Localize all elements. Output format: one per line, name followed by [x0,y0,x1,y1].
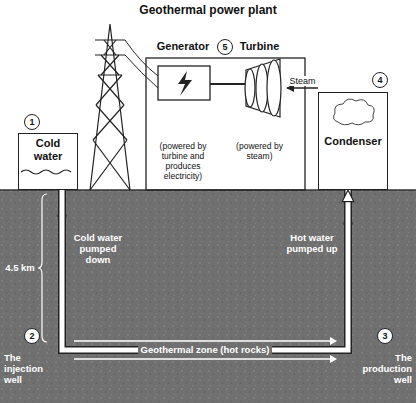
node-note: (powered by steam) [232,141,287,161]
power-wires [125,40,158,88]
flow-note: Cold water pumped down [72,232,124,265]
ground [0,190,416,403]
water-surface [21,170,71,174]
node-title: Condenser [322,135,384,148]
lightning-symbol [178,71,192,96]
node-title: Generator [148,40,218,53]
water-tank: Cold water [18,133,78,190]
node-note: (powered by turbine and produces electri… [148,141,218,181]
connector-label: Geothermal zone (hot rocks) [138,344,273,356]
pylon [90,24,130,190]
connector-group [62,190,348,350]
turbine-box: Turbine (powered by steam) [232,40,287,161]
turbine-shaft-link [218,83,232,85]
node-title: Cold water [22,137,74,163]
flow-note: Hot water pumped up [286,232,338,254]
turbine-symbol [245,59,281,117]
diagram-title: Geothermal power plant [0,3,416,17]
callout-number: 1 [24,114,40,130]
condenser-box: Condenser [318,92,388,190]
connector-group [218,84,232,85]
callout-number: 3 [377,328,393,344]
callout-number: 4 [372,72,388,88]
depth-bracket [38,194,47,342]
connector-group [287,88,318,89]
water-pipe [62,190,348,350]
connector-label: Steam [288,76,316,86]
turbine-shaft [210,83,245,85]
node-title: Turbine [232,40,287,53]
plant-building [146,58,305,190]
part-label: The injection well [4,352,62,385]
pipe-outline [62,190,348,350]
steam-cloud [334,99,375,125]
generator-symbol [158,66,210,100]
generator-box: Generator (powered by turbine and produce… [148,40,218,181]
callout-number: 5 [217,39,233,55]
steam-pipe [287,87,318,89]
callout-number: 2 [24,328,40,344]
part-label: The production well [354,352,412,385]
flow-arrows [57,215,353,224]
dimension-label: 4.5 km [2,262,38,273]
